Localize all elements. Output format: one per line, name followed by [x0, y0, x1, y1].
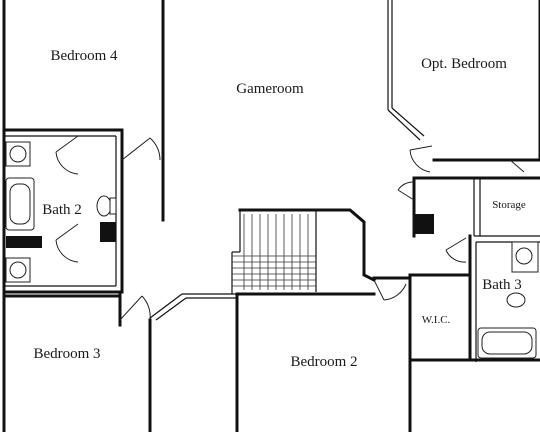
toilet-bath3 — [506, 292, 526, 308]
doors — [55, 135, 525, 321]
toilet-bath2 — [96, 195, 112, 217]
label-wic: W.I.C. — [422, 314, 451, 326]
label-bedroom-3: Bedroom 3 — [33, 346, 100, 362]
label-bath-2: Bath 2 — [42, 202, 82, 218]
label-opt-bedroom: Opt. Bedroom — [421, 56, 507, 72]
label-bath-3: Bath 3 — [482, 277, 522, 293]
fixtures — [5, 141, 539, 359]
label-gameroom: Gameroom — [236, 81, 304, 97]
label-bedroom-4: Bedroom 4 — [50, 48, 118, 64]
staircase — [232, 214, 316, 290]
room-labels: Bedroom 4 Gameroom Opt. Bedroom Storage … — [33, 48, 525, 370]
label-bedroom-2: Bedroom 2 — [290, 354, 357, 370]
sink-bath2-bottom — [9, 261, 27, 279]
sink-bath3 — [515, 247, 533, 265]
label-storage: Storage — [492, 199, 526, 211]
